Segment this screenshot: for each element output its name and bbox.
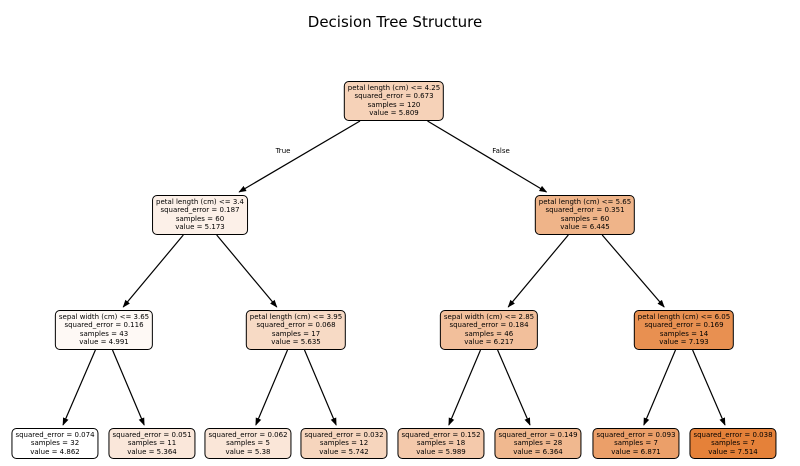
tree-edge-arrow bbox=[255, 349, 289, 426]
node-text-line: samples = 7 bbox=[614, 439, 658, 448]
node-text-line: samples = 7 bbox=[711, 439, 755, 448]
node-text-line: value = 5.38 bbox=[225, 447, 271, 456]
node-text-line: value = 6.217 bbox=[464, 338, 514, 347]
node-text-line: value = 5.364 bbox=[127, 447, 177, 456]
node-text-line: samples = 32 bbox=[30, 439, 80, 448]
node-text-line: samples = 28 bbox=[513, 439, 563, 448]
node-text-line: squared_error = 0.152 bbox=[401, 431, 481, 439]
node-text-line: samples = 18 bbox=[416, 439, 466, 448]
tree-edge-arrow bbox=[216, 234, 278, 308]
node-text-line: squared_error = 0.169 bbox=[644, 321, 724, 330]
node-text-line: sepal width (cm) <= 2.85 bbox=[443, 313, 535, 321]
edge-label-true: True bbox=[275, 147, 291, 155]
node-text-line: samples = 17 bbox=[271, 329, 321, 338]
tree-edge-arrow bbox=[497, 349, 531, 426]
node-text-line: squared_error = 0.116 bbox=[64, 321, 144, 330]
node-text-line: squared_error = 0.068 bbox=[256, 321, 336, 330]
tree-edge-arrow bbox=[692, 349, 726, 426]
tree-edge-arrow bbox=[303, 349, 337, 426]
tree-edge-arrow bbox=[238, 120, 361, 193]
node-text-line: squared_error = 0.032 bbox=[304, 431, 384, 439]
node-text-line: squared_error = 0.351 bbox=[545, 206, 625, 215]
node-text-line: samples = 5 bbox=[226, 439, 270, 448]
node-text-line: squared_error = 0.051 bbox=[112, 431, 192, 439]
node-text-line: value = 7.193 bbox=[659, 338, 709, 347]
node-text-line: samples = 46 bbox=[464, 329, 514, 338]
node-text-line: squared_error = 0.074 bbox=[15, 431, 95, 439]
node-text-line: value = 7.514 bbox=[708, 447, 758, 456]
node-text-line: samples = 14 bbox=[659, 329, 709, 338]
tree-edge-arrow bbox=[643, 349, 677, 426]
tree-edge-arrow bbox=[507, 234, 569, 308]
node-text-line: value = 5.742 bbox=[319, 447, 369, 456]
node-text-line: value = 6.445 bbox=[560, 223, 610, 232]
node-text-line: squared_error = 0.184 bbox=[449, 321, 529, 330]
node-text-line: samples = 43 bbox=[79, 329, 129, 338]
node-text-line: samples = 12 bbox=[319, 439, 369, 448]
node-text-line: squared_error = 0.038 bbox=[693, 431, 773, 439]
figure-title: Decision Tree Structure bbox=[307, 13, 483, 31]
tree-edge-arrow bbox=[111, 349, 145, 426]
node-text-line: squared_error = 0.093 bbox=[596, 431, 676, 439]
node-text-line: value = 6.364 bbox=[513, 447, 563, 456]
tree-edge-arrow bbox=[427, 120, 548, 193]
node-text-line: value = 4.862 bbox=[30, 447, 80, 456]
node-text-line: value = 5.173 bbox=[175, 223, 225, 232]
node-text-line: value = 5.809 bbox=[369, 109, 419, 118]
node-text-line: samples = 60 bbox=[175, 214, 225, 223]
node-text-line: value = 5.989 bbox=[416, 447, 466, 456]
node-text-line: value = 5.635 bbox=[271, 338, 321, 347]
tree-edge-arrow bbox=[448, 349, 482, 426]
node-text-line: value = 4.991 bbox=[79, 338, 129, 347]
node-text-line: petal length (cm) <= 3.4 bbox=[156, 198, 244, 206]
node-text-line: petal length (cm) <= 4.25 bbox=[347, 84, 441, 92]
node-text-line: petal length (cm) <= 6.05 bbox=[637, 313, 731, 321]
node-text-line: samples = 120 bbox=[367, 100, 421, 109]
node-text-line: squared_error = 0.062 bbox=[208, 431, 288, 439]
node-text-line: squared_error = 0.187 bbox=[160, 206, 240, 215]
edge-label-false: False bbox=[492, 147, 510, 155]
node-text-line: petal length (cm) <= 3.95 bbox=[249, 313, 343, 321]
node-text-line: squared_error = 0.149 bbox=[498, 431, 578, 439]
node-text-line: squared_error = 0.673 bbox=[354, 92, 434, 101]
node-text-line: samples = 60 bbox=[560, 214, 610, 223]
node-text-line: sepal width (cm) <= 3.65 bbox=[58, 313, 150, 321]
tree-edge-arrow bbox=[601, 234, 665, 308]
tree-edge-arrow bbox=[122, 234, 184, 308]
node-text-line: value = 6.871 bbox=[611, 447, 661, 456]
node-text-line: petal length (cm) <= 5.65 bbox=[538, 198, 632, 206]
node-text-line: samples = 11 bbox=[127, 439, 177, 448]
tree-edge-arrow bbox=[62, 349, 96, 426]
